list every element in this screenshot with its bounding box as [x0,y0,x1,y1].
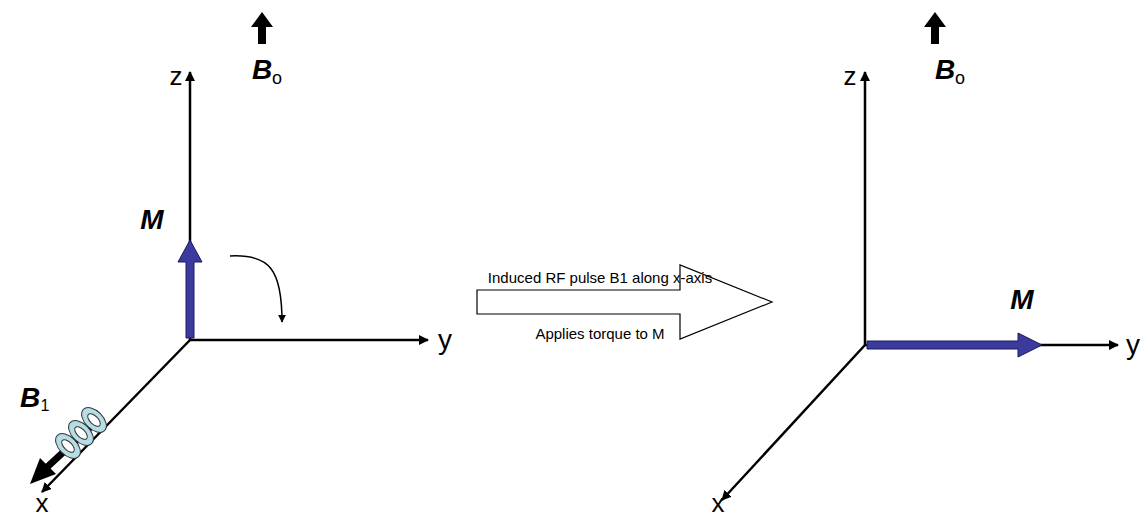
magnetization-vector [867,333,1042,357]
field-label: B [252,56,272,84]
axis-label: x [36,490,49,516]
y-axis [190,339,428,342]
x-axis [722,345,865,500]
axis-label: z [170,63,183,89]
rf-coil [51,403,111,463]
axis-label: x [712,490,725,516]
axis-label: y [1126,331,1140,359]
field-subscript: o [955,69,965,87]
pulse-caption: Induced RF pulse B1 along x-axis [488,270,712,285]
field-label: B [20,384,40,412]
rotation-arrow [230,256,282,322]
b0-arrow [251,12,273,44]
vector-label: M [140,206,163,234]
field-subscript: o [272,69,282,87]
x-axis [42,340,190,492]
right-axes [722,72,1118,500]
axis-label: z [844,63,857,89]
coil-ring [77,403,111,437]
b0-arrow [924,12,946,44]
z-axis [864,72,867,345]
torque-caption: Applies torque to M [535,326,664,341]
magnetization-vector [178,240,202,338]
vector-label: M [1010,286,1033,314]
field-subscript: 1 [41,398,50,414]
b1-arrow-head [30,458,56,484]
axis-label: y [438,326,452,354]
field-label: B [935,56,955,84]
left-axes [42,72,428,492]
